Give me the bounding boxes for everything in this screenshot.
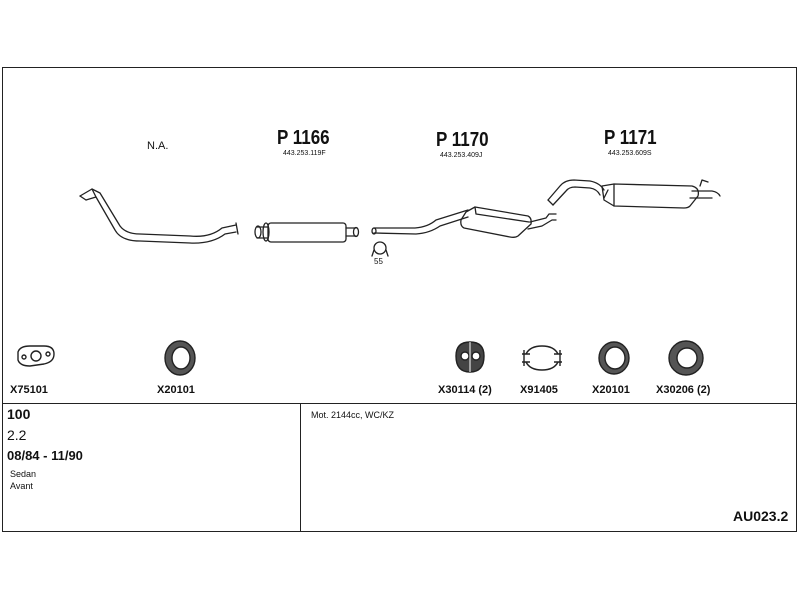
ring-icon [164,340,196,376]
accessory-label-x91405: X91405 [520,384,558,396]
part-number-p1170: P 1170 [436,129,489,151]
accessory-label-x30114: X30114 (2) [438,384,492,396]
divider-vertical [300,403,301,532]
clamp-55 [371,241,389,257]
accessory-label-x30206: X30206 (2) [656,384,711,396]
ring-icon [598,341,630,375]
oe-number-p1170: 443.253.409J [440,152,483,159]
vehicle-engine: 2.2 [7,427,27,443]
diagram-code: AU023.2 [733,508,789,524]
ring-icon [668,340,704,376]
muffler-p1166 [254,222,360,243]
clamp-size-label: 55 [374,257,383,266]
clamp-icon [522,345,562,371]
part-number-p1166: P 1166 [277,127,330,149]
accessory-label-x20101: X20101 [157,384,195,396]
vehicle-model: 100 [7,406,31,422]
muffler-p1170 [371,206,557,238]
divider-horizontal [2,403,797,404]
vehicle-body-avant: Avant [10,481,33,491]
accessory-label-x20101-2: X20101 [592,384,630,396]
vehicle-years: 08/84 - 11/90 [7,448,83,463]
vehicle-body-sedan: Sedan [10,469,37,479]
oe-number-p1171: 443.253.609S [608,150,652,157]
part-label-front-pipe: N.A. [147,140,169,152]
engine-notes: Mot. 2144cc, WC/KZ [311,410,395,420]
part-number-p1171: P 1171 [604,127,657,149]
diagram-frame [2,67,797,532]
accessory-label-x75101: X75101 [10,384,48,396]
front-pipe [79,188,239,244]
rubber-mount-icon [455,341,485,373]
muffler-p1171 [547,179,721,209]
oe-number-p1166: 443.253.119F [283,150,326,157]
gasket-icon [17,345,55,367]
